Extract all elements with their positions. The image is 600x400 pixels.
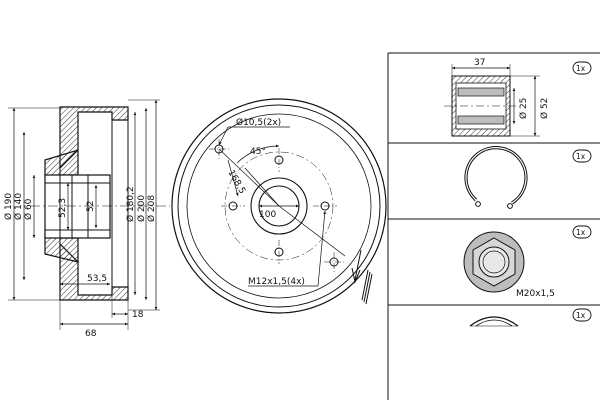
svg-text:1x: 1x: [576, 228, 586, 237]
svg-text:1x: 1x: [576, 311, 586, 320]
part-circlip: [464, 146, 528, 209]
dim-dia-200: Ø 200: [136, 195, 147, 222]
label-thread: M12x1,5(4x): [248, 277, 305, 287]
label-angle: 45°: [250, 147, 266, 157]
part-nut: [463, 231, 525, 293]
side-section-view: [8, 99, 170, 330]
label-center-bore: 100: [259, 210, 276, 220]
label-hole-diameter: Ø10,5(2x): [236, 117, 281, 128]
dim-52-3: 52,3: [58, 198, 68, 218]
parts-panel: [387, 52, 600, 400]
front-view-labels: Ø10,5(2x) 45° 168,5 100 M12x1,5(4x): [225, 117, 305, 287]
front-view: [171, 98, 387, 314]
qty-badge-nut: 1x: [572, 225, 592, 239]
bearing-outer-dia: Ø 52: [539, 98, 550, 119]
qty-badge-circlip: 1x: [572, 149, 592, 163]
qty-badge-bearing: 1x: [572, 61, 592, 75]
dim-dia-190: Ø 190: [3, 193, 14, 220]
bearing-width: 37: [474, 58, 485, 68]
dim-dia-208: Ø 208: [146, 195, 157, 222]
part-cap: [469, 316, 519, 327]
dim-53-5: 53,5: [87, 274, 107, 284]
part-bearing: [444, 64, 540, 137]
drum-outer-circle: [171, 98, 387, 314]
svg-text:1x: 1x: [576, 64, 586, 73]
dim-52: 52: [86, 201, 96, 212]
dim-dia-140: Ø 140: [13, 193, 24, 220]
qty-badge-cap: 1x: [572, 308, 592, 322]
dim-dia-60: Ø 60: [23, 198, 34, 220]
dim-18: 18: [132, 310, 144, 320]
nut-thread: M20x1,5: [516, 289, 555, 299]
svg-text:1x: 1x: [576, 152, 586, 161]
hub-boss-outer: [250, 177, 308, 235]
side-view-labels: Ø 190 Ø 140 Ø 60 52,3 52 Ø 180,2 Ø 200 Ø…: [3, 186, 157, 339]
dim-dia-180-2: Ø 180,2: [125, 186, 136, 222]
dim-68: 68: [85, 329, 97, 339]
hub-bore: [44, 174, 111, 239]
bearing-inner-dia: Ø 25: [518, 98, 529, 119]
